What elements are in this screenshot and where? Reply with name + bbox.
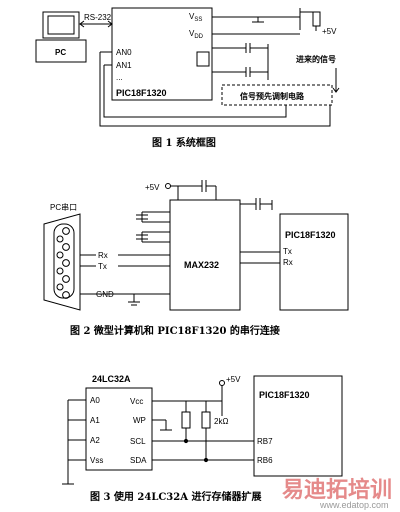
vss-pin-label: Vss [90, 456, 103, 465]
pic18f1320-chip-fig3 [253, 375, 343, 477]
eeprom-label: 24LC32A [92, 374, 131, 384]
figure-2-serial-connection [43, 180, 349, 311]
plus5v-label-fig2: +5V [145, 183, 160, 192]
rb6-label: RB6 [257, 456, 273, 465]
figure-3-caption: 图 3 使用 24LC32A 进行存储器扩展 [90, 490, 261, 503]
db9-pin [56, 283, 64, 291]
rx-label-right: Rx [283, 258, 293, 267]
figure-3-memory-expansion [62, 375, 343, 485]
crystal [196, 51, 210, 67]
sda-label: SDA [130, 456, 147, 465]
db9-pin [62, 275, 70, 283]
watermark-url: www.edatop.com [319, 500, 389, 510]
max232-chip [169, 199, 241, 311]
rs232-arrow-left [79, 20, 85, 28]
db9-pin [62, 259, 70, 267]
figure-2-caption: 图 2 微型计算机和 PIC18F1320 的串行连接 [70, 324, 280, 337]
db9-pin [56, 267, 64, 275]
pc-monitor [42, 11, 80, 39]
supply-resistor [312, 11, 321, 27]
tx-label-right: Tx [283, 247, 292, 256]
max232-label: MAX232 [184, 260, 219, 270]
more-pins-label: ... [116, 73, 123, 82]
an0-label: AN0 [116, 48, 132, 57]
wp-label: WP [133, 416, 146, 425]
plus5v-terminal-fig2 [165, 183, 171, 189]
a0-label: A0 [90, 396, 100, 405]
scl-junction [183, 438, 189, 444]
incoming-signal-label: 进来的信号 [296, 54, 336, 64]
db9-pin [62, 291, 70, 299]
preconditioning-label: 信号预先调制电路 [240, 91, 305, 101]
pullup-resistor-1 [181, 411, 191, 429]
a2-label: A2 [90, 436, 100, 445]
vdd-label: VDD [189, 29, 204, 40]
rb7-label: RB7 [257, 437, 273, 446]
sda-junction [203, 457, 209, 463]
an0-route [99, 52, 331, 127]
plus5v-terminal-fig3 [219, 380, 225, 386]
incoming-signal-arrowhead [332, 87, 340, 93]
db9-pin [62, 227, 70, 235]
pc-box [35, 39, 87, 63]
pullup-resistor-2 [201, 411, 211, 429]
db9-pin [56, 235, 64, 243]
chip-label-fig2: PIC18F1320 [285, 230, 336, 240]
an1-route [103, 65, 287, 118]
scl-label: SCL [130, 437, 146, 446]
rx-label-left: Rx [98, 251, 108, 260]
vss-label: VSS [189, 12, 202, 23]
watermark-brand: 易迪拓培训 [282, 477, 392, 503]
figure-1-system-block-diagram [35, 7, 340, 127]
db9-pin [62, 243, 70, 251]
pic18f1320-chip-fig2 [279, 213, 349, 311]
plus5v-label-fig3: +5V [226, 375, 241, 384]
gnd-label: GND [96, 290, 114, 299]
chip-label-fig1: PIC18F1320 [116, 88, 167, 98]
plus5v-label-fig1: +5V [322, 27, 337, 36]
db9-pin [56, 251, 64, 259]
pic18f1320-chip-fig1 [111, 7, 213, 101]
signal-preconditioning-box [221, 84, 333, 106]
tx-label-left: Tx [98, 262, 107, 271]
pc-port-label: PC串口 [50, 203, 77, 212]
a1-label: A1 [90, 416, 100, 425]
24lc32a-chip [85, 387, 153, 471]
pc-label: PC [55, 48, 66, 57]
pc-screen [47, 15, 75, 35]
chip-label-fig3: PIC18F1320 [259, 390, 310, 400]
resistor-label: 2kΩ [214, 417, 228, 426]
an1-label: AN1 [116, 61, 132, 70]
db9-shell [43, 213, 81, 311]
vcc-label: Vcc [130, 397, 143, 406]
figure-1-caption: 图 1 系统框图 [152, 136, 216, 149]
rs232-label: RS-232 [84, 13, 112, 22]
